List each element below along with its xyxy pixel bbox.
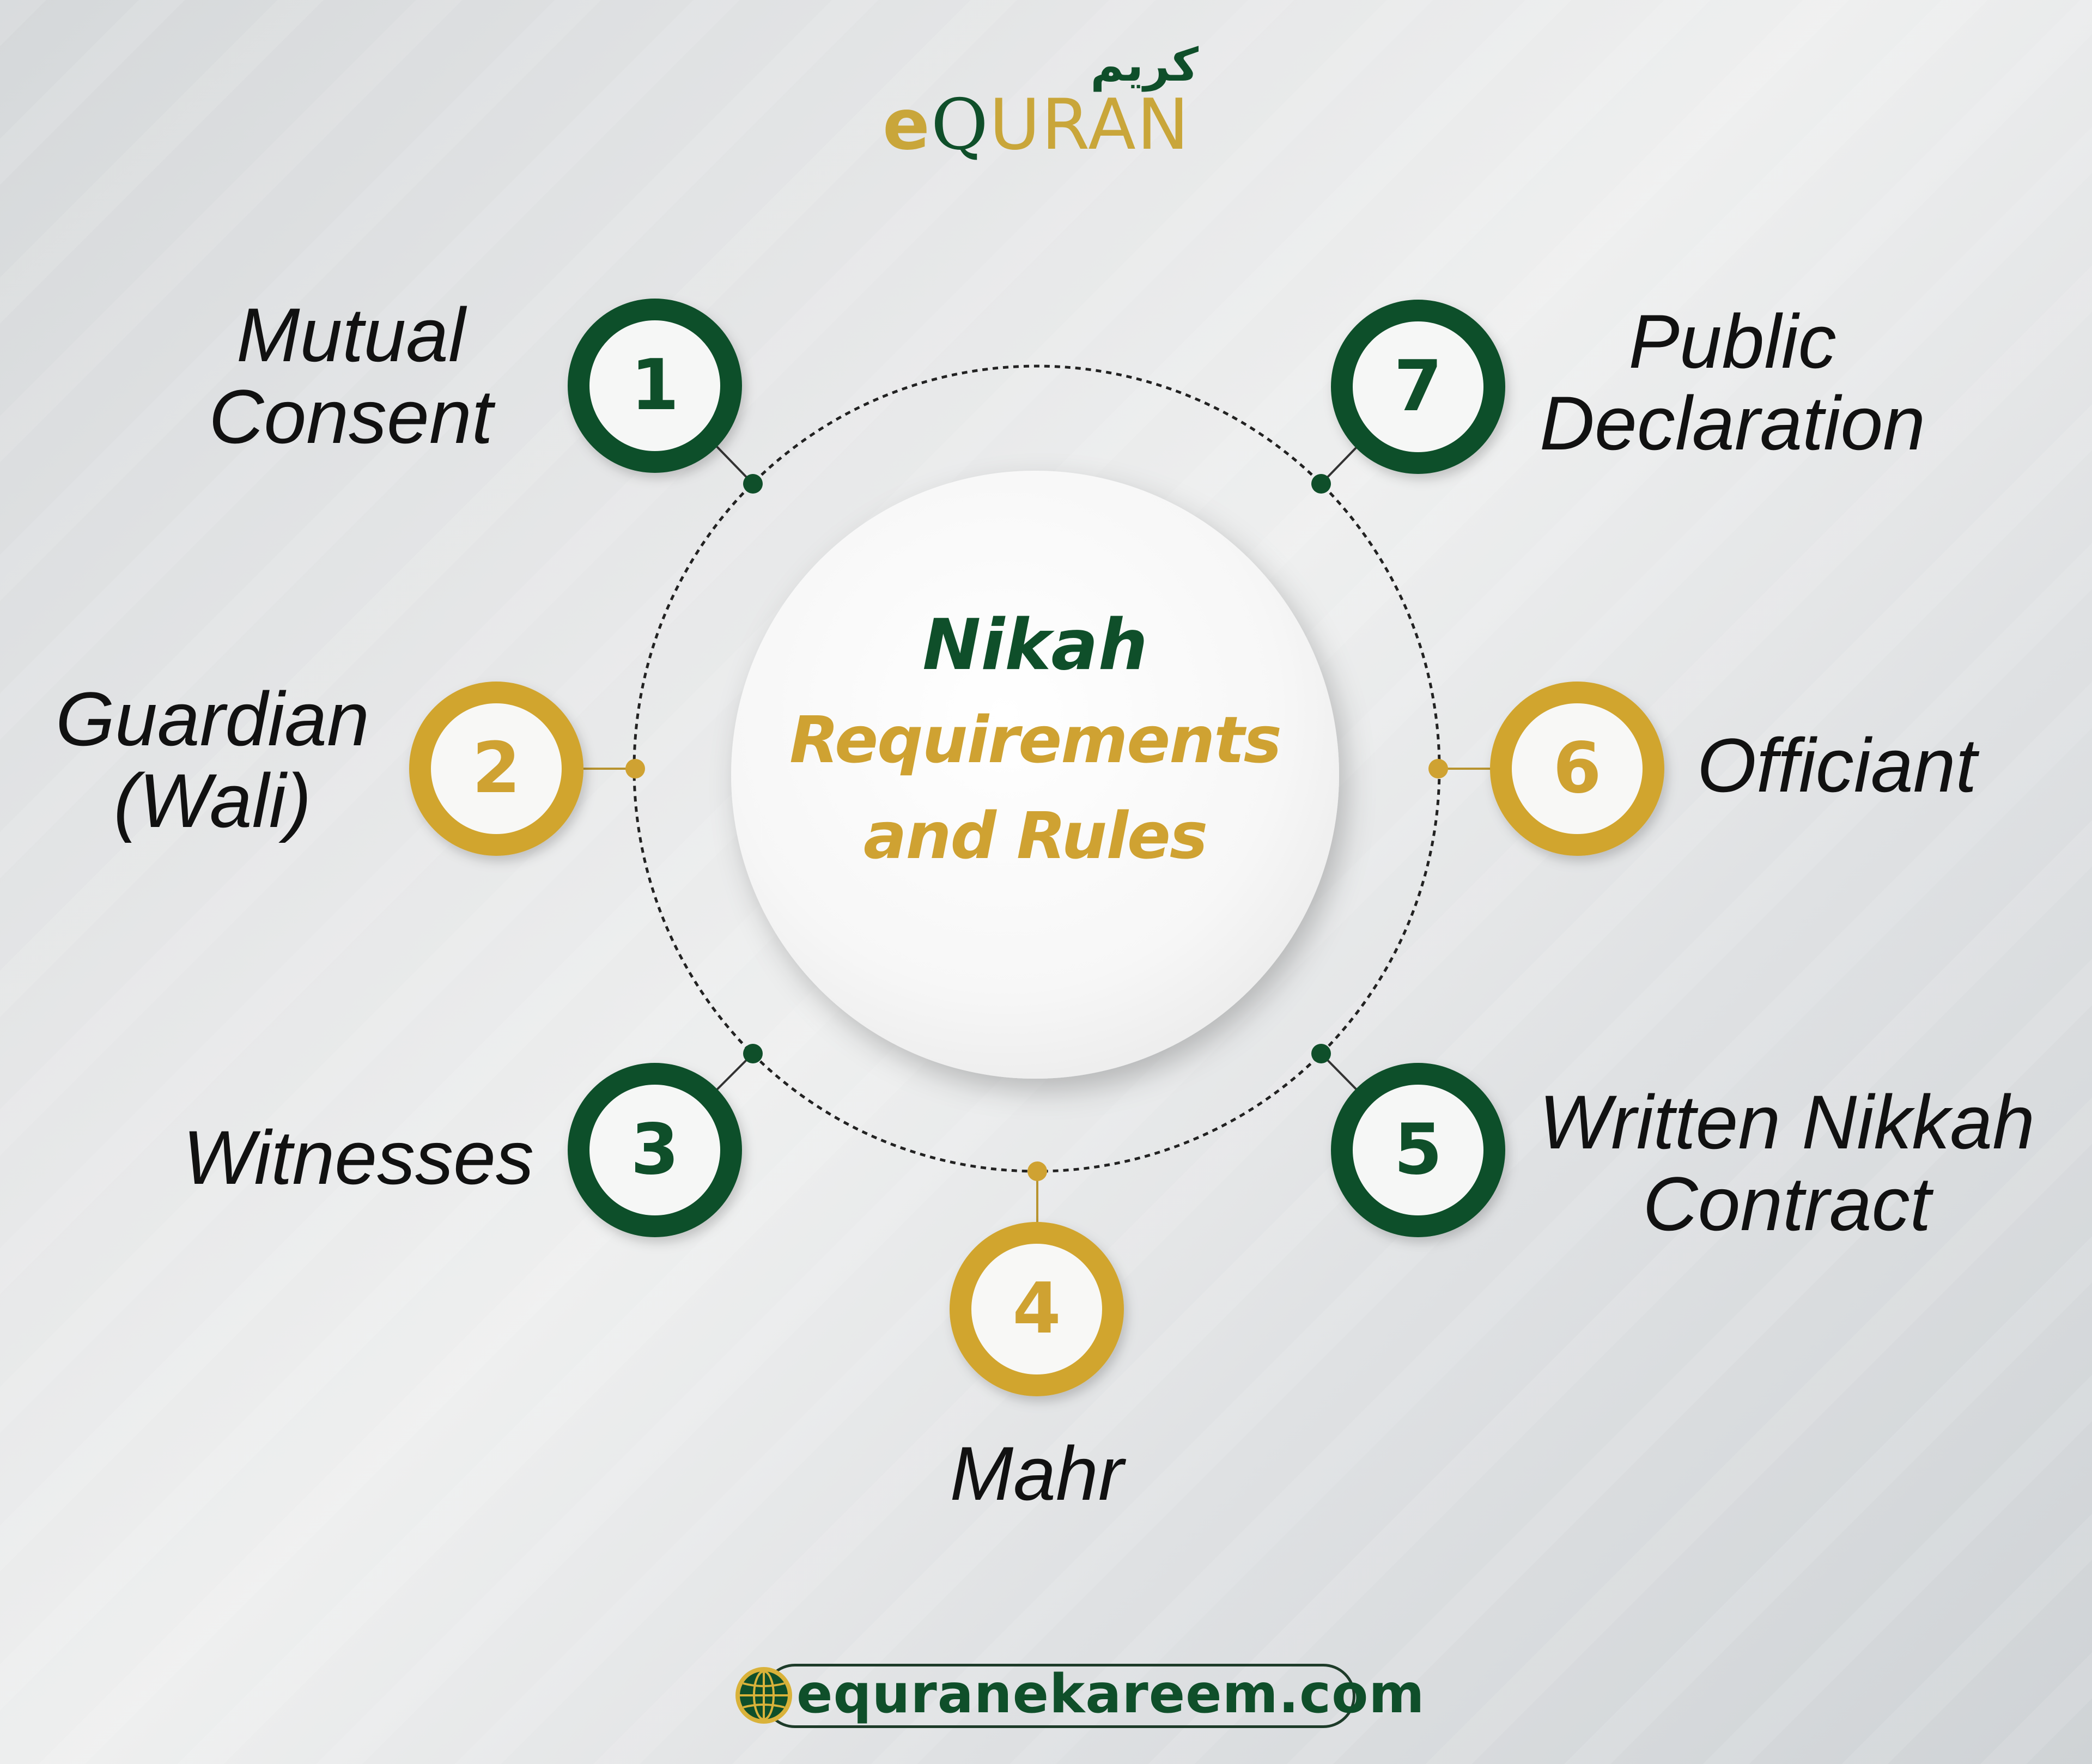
- logo-wordmark: eQURAN: [883, 90, 1190, 160]
- label-mutual-consent: Mutual Consent: [187, 294, 514, 458]
- label-line: Mutual: [236, 292, 466, 378]
- center-disc: [731, 471, 1339, 1079]
- step-number-2: 2: [472, 728, 521, 809]
- title-and-rules: and Rules: [863, 798, 1208, 873]
- label-line: Guardian: [56, 676, 369, 762]
- logo-e: e: [883, 84, 931, 166]
- label-line: Declaration: [1539, 380, 1926, 466]
- globe-icon: [735, 1667, 792, 1724]
- connector-4: [1027, 1161, 1047, 1222]
- equran-logo: كريم eQURAN: [883, 38, 1209, 163]
- step-number-1: 1: [630, 345, 679, 426]
- label-witnesses: Witnesses: [153, 1117, 534, 1199]
- step-number-6: 6: [1553, 728, 1602, 809]
- connector-3: [716, 1044, 763, 1091]
- connector-6: [1428, 759, 1491, 778]
- connector-1: [716, 446, 763, 494]
- label-public-declaration: Public Declaration: [1525, 301, 1939, 464]
- ring-2: [409, 682, 583, 856]
- ring-1: [568, 299, 742, 473]
- label-line: (Wali): [113, 758, 312, 843]
- label-line: Public: [1628, 299, 1836, 384]
- ring-4: [950, 1222, 1124, 1396]
- label-line: Officiant: [1697, 722, 1977, 808]
- ring-5: [1331, 1063, 1505, 1237]
- title-nikah: Nikah: [922, 605, 1148, 686]
- step-number-3: 3: [630, 1109, 679, 1190]
- label-line: Contract: [1643, 1161, 1931, 1246]
- label-officiant: Officiant: [1697, 725, 2078, 806]
- label-written-nikkah-contract: Written Nikkah Contract: [1520, 1081, 2054, 1245]
- website-url[interactable]: equranekareem.com: [796, 1663, 1425, 1725]
- label-guardian-wali: Guardian (Wali): [33, 678, 392, 842]
- label-line: Written Nikkah: [1538, 1079, 2035, 1165]
- step-number-4: 4: [1012, 1268, 1061, 1349]
- logo-uran: URAN: [989, 84, 1190, 166]
- title-requirements: Requirements: [789, 702, 1282, 777]
- connector-2: [583, 759, 645, 778]
- step-number-7: 7: [1394, 346, 1443, 427]
- center-title: Nikah Requirements and Rules: [741, 599, 1329, 884]
- ring-7: [1331, 300, 1505, 474]
- connector-5: [1311, 1044, 1358, 1091]
- label-line: Witnesses: [183, 1115, 534, 1200]
- ring-3: [568, 1063, 742, 1237]
- label-line: Mahr: [950, 1431, 1124, 1516]
- logo-arabic-text: كريم: [1090, 38, 1199, 92]
- logo-q: Q: [931, 84, 989, 166]
- ring-6: [1490, 682, 1664, 856]
- label-mahr: Mahr: [873, 1433, 1200, 1514]
- label-line: Consent: [209, 374, 493, 459]
- connector-7: [1311, 447, 1357, 494]
- step-number-5: 5: [1394, 1109, 1443, 1190]
